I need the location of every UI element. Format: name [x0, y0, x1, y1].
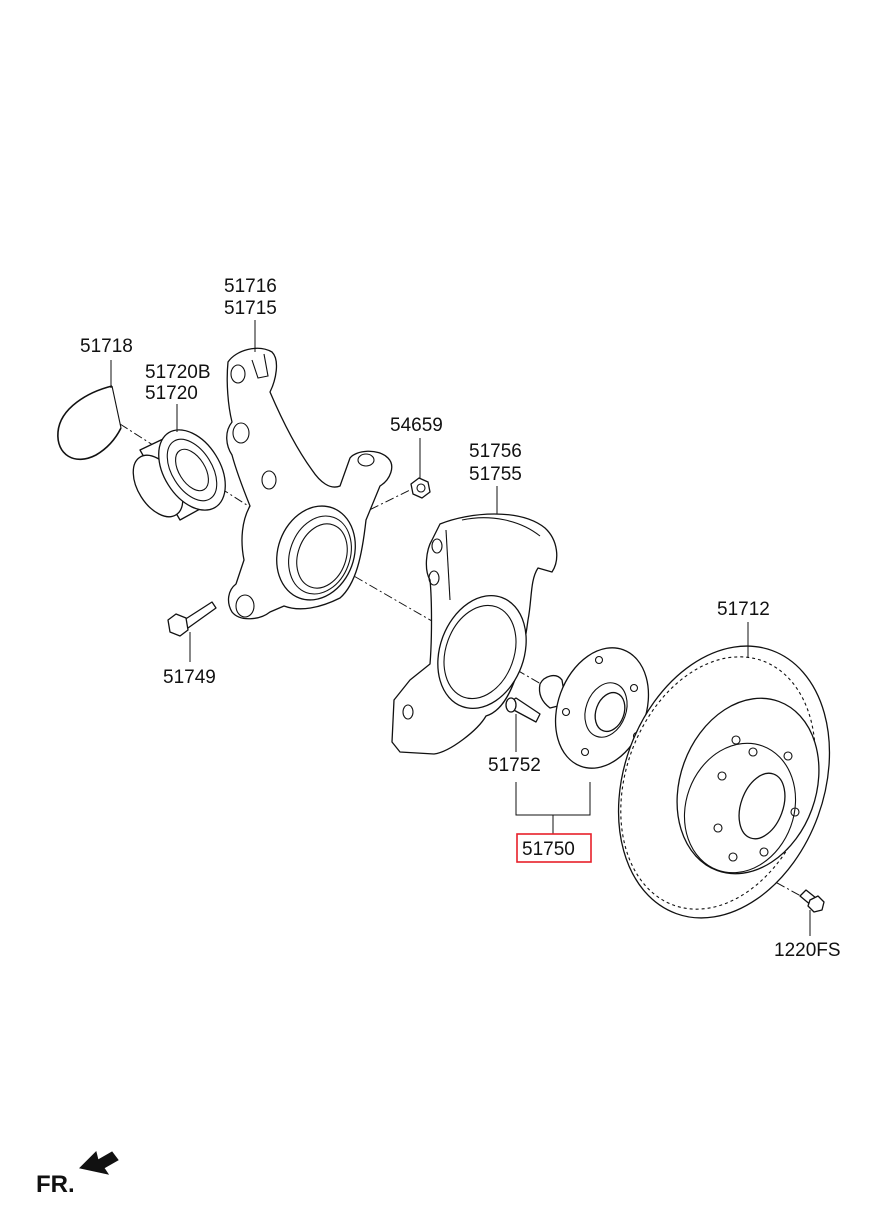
wheel-hub-51750	[538, 647, 650, 769]
label-51749[interactable]: 51749	[163, 667, 216, 688]
wheel-stud-51752	[505, 697, 541, 723]
steering-knuckle-51715	[226, 347, 393, 620]
label-1220FS[interactable]: 1220FS	[774, 940, 841, 961]
wheel-bearing-51720	[132, 429, 226, 521]
label-51750[interactable]: 51750	[522, 839, 575, 860]
axis-line-left	[119, 423, 251, 508]
front-arrow-icon	[78, 1151, 119, 1175]
label-51752[interactable]: 51752	[488, 755, 541, 776]
axis-line-nut	[354, 489, 411, 518]
label-51718[interactable]: 51718	[80, 336, 133, 357]
label-51756[interactable]: 51756	[469, 441, 522, 462]
label-54659[interactable]: 54659	[390, 415, 443, 436]
brake-disc-51712	[617, 645, 831, 919]
bolt-51749	[167, 601, 217, 637]
dust-cover-51755	[391, 513, 558, 755]
label-51712[interactable]: 51712	[717, 599, 770, 620]
label-51755[interactable]: 51755	[469, 464, 522, 485]
screw-1220FS	[799, 889, 825, 913]
label-51720[interactable]: 51720	[145, 383, 198, 404]
snap-ring-51718	[57, 385, 122, 460]
label-51715[interactable]: 51715	[224, 298, 277, 319]
label-51720B[interactable]: 51720B	[145, 362, 211, 383]
nut-54659	[410, 477, 431, 499]
front-direction-label: FR.	[36, 1171, 75, 1198]
axis-line-bolt	[731, 857, 809, 901]
label-51716[interactable]: 51716	[224, 276, 277, 297]
bracket-51750	[515, 782, 591, 816]
highlight-box-51750	[516, 833, 592, 863]
